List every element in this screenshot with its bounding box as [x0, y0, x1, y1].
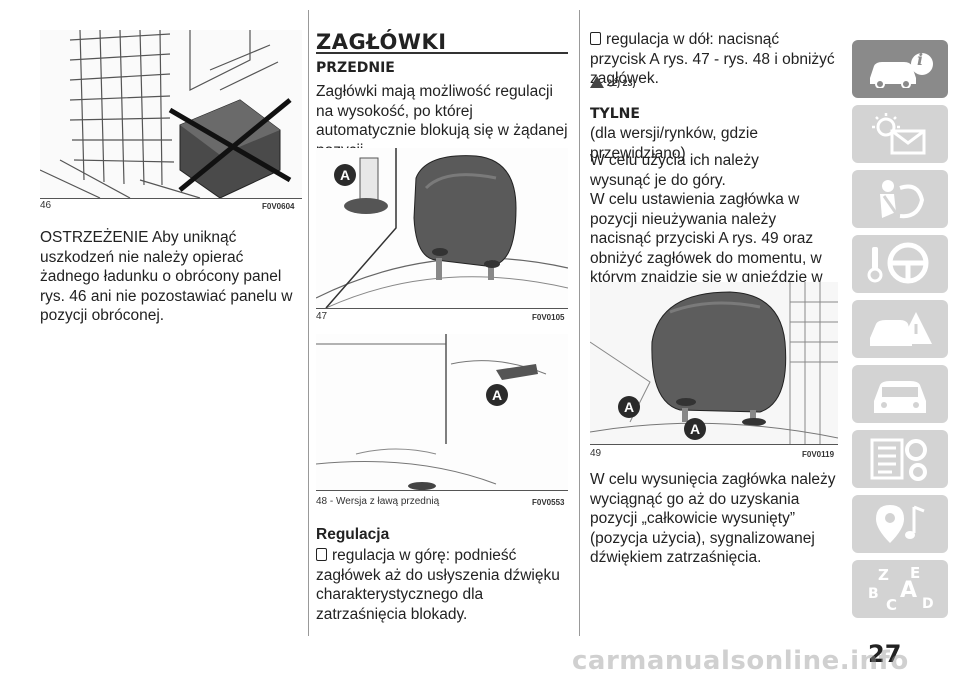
figure-49-illustration	[590, 282, 838, 444]
figure-47-marker-label: A	[339, 167, 351, 183]
figure-48-illustration	[316, 334, 547, 490]
page-number: 27	[868, 640, 902, 668]
figure-49	[590, 282, 838, 445]
figure-48-code: F0V0553	[532, 498, 565, 507]
warning-reference-text: 22) 23)	[607, 78, 636, 88]
figure-47	[316, 148, 568, 309]
paragraph-3: W celu wysunięcia zagłówka należy wyciąg…	[590, 471, 836, 566]
index-letter: D	[922, 596, 934, 612]
index-az-icon: Z E A B C D	[852, 560, 948, 618]
figure-47-number: 47	[316, 311, 328, 322]
technical-data-icon	[870, 438, 927, 481]
warning-paragraph: OSTRZEŻENIE Aby uniknąć uszkodzeń nie na…	[40, 229, 293, 324]
subsection-title-przednie: PRZEDNIE	[316, 60, 395, 76]
bullet-square-icon	[316, 548, 327, 561]
index-letter: B	[868, 586, 879, 602]
figure-46	[40, 30, 302, 199]
bullet-up-text: regulacja w górę: podnieść zagłówek aż d…	[316, 547, 560, 623]
regulacja-heading: Regulacja	[316, 526, 390, 543]
figure-49-marker-a-1: A	[618, 396, 640, 418]
figure-49-number: 49	[590, 448, 602, 459]
figure-49-code: F0V0119	[802, 450, 835, 459]
index-letter: A	[900, 578, 918, 603]
index-letter: E	[910, 564, 921, 582]
watermark: carmanualsonline.info	[572, 646, 909, 676]
warning-lights-icon	[872, 113, 926, 155]
figure-48-caption: 48 - Wersja z ławą przednią	[316, 496, 440, 507]
tab-car-service[interactable]	[852, 365, 948, 423]
info-glyph: i	[917, 50, 924, 69]
figure-47-code: F0V0105	[532, 313, 565, 322]
tab-accident[interactable]	[852, 300, 948, 358]
subsection-title-tylne: TYLNE	[590, 106, 640, 122]
warning-triangle-icon	[590, 76, 604, 88]
bullet-up: regulacja w górę: podnieść zagłówek aż d…	[316, 546, 568, 624]
bullet-down: regulacja w dół: nacisnąć przycisk A rys…	[590, 30, 838, 89]
tab-warning-lights[interactable]	[852, 105, 948, 163]
tab-seat-safety[interactable]	[852, 170, 948, 228]
figure-46-code: F0V0604	[262, 202, 295, 211]
figure-49-marker-a-2: A	[684, 418, 706, 440]
tylne-subtitle: (dla wersji/rynków, gdzie przewidziano)	[590, 125, 758, 162]
accident-icon	[870, 312, 932, 346]
figure-49-marker-label: A	[623, 399, 635, 415]
figure-47-illustration	[316, 148, 568, 308]
car-info-icon	[870, 53, 933, 88]
figure-49-marker-label: A	[689, 421, 701, 437]
warning-reference: 22) 23)	[590, 76, 636, 88]
section-title: ZAGŁÓWKI	[316, 30, 447, 54]
figure-47-marker-a: A	[334, 164, 356, 186]
tab-multimedia[interactable]	[852, 495, 948, 553]
bullet-square-icon	[590, 32, 601, 45]
index-letter: C	[886, 596, 898, 614]
title-rule	[316, 52, 568, 54]
seat-safety-icon	[880, 180, 925, 219]
figure-48	[316, 334, 568, 491]
column-divider-right	[579, 10, 580, 636]
tab-steering[interactable]	[852, 235, 948, 293]
steering-wheel-icon	[867, 242, 929, 284]
tab-index-az[interactable]: Z E A B C D	[852, 560, 948, 618]
figure-46-number: 46	[40, 200, 52, 211]
car-service-icon	[874, 381, 926, 413]
bullet-down-text: regulacja w dół: nacisnąć przycisk A rys…	[590, 31, 835, 87]
tab-technical-data[interactable]	[852, 430, 948, 488]
figure-48-marker-label: A	[491, 387, 503, 403]
figure-46-illustration	[40, 30, 292, 198]
index-letter: Z	[878, 566, 889, 584]
multimedia-icon	[876, 505, 925, 543]
paragraph-1: W celu użycia ich należy wysunąć je do g…	[590, 152, 759, 189]
tab-car-info[interactable]: i	[852, 40, 948, 98]
figure-48-marker-a: A	[486, 384, 508, 406]
column-divider-left	[308, 10, 309, 636]
